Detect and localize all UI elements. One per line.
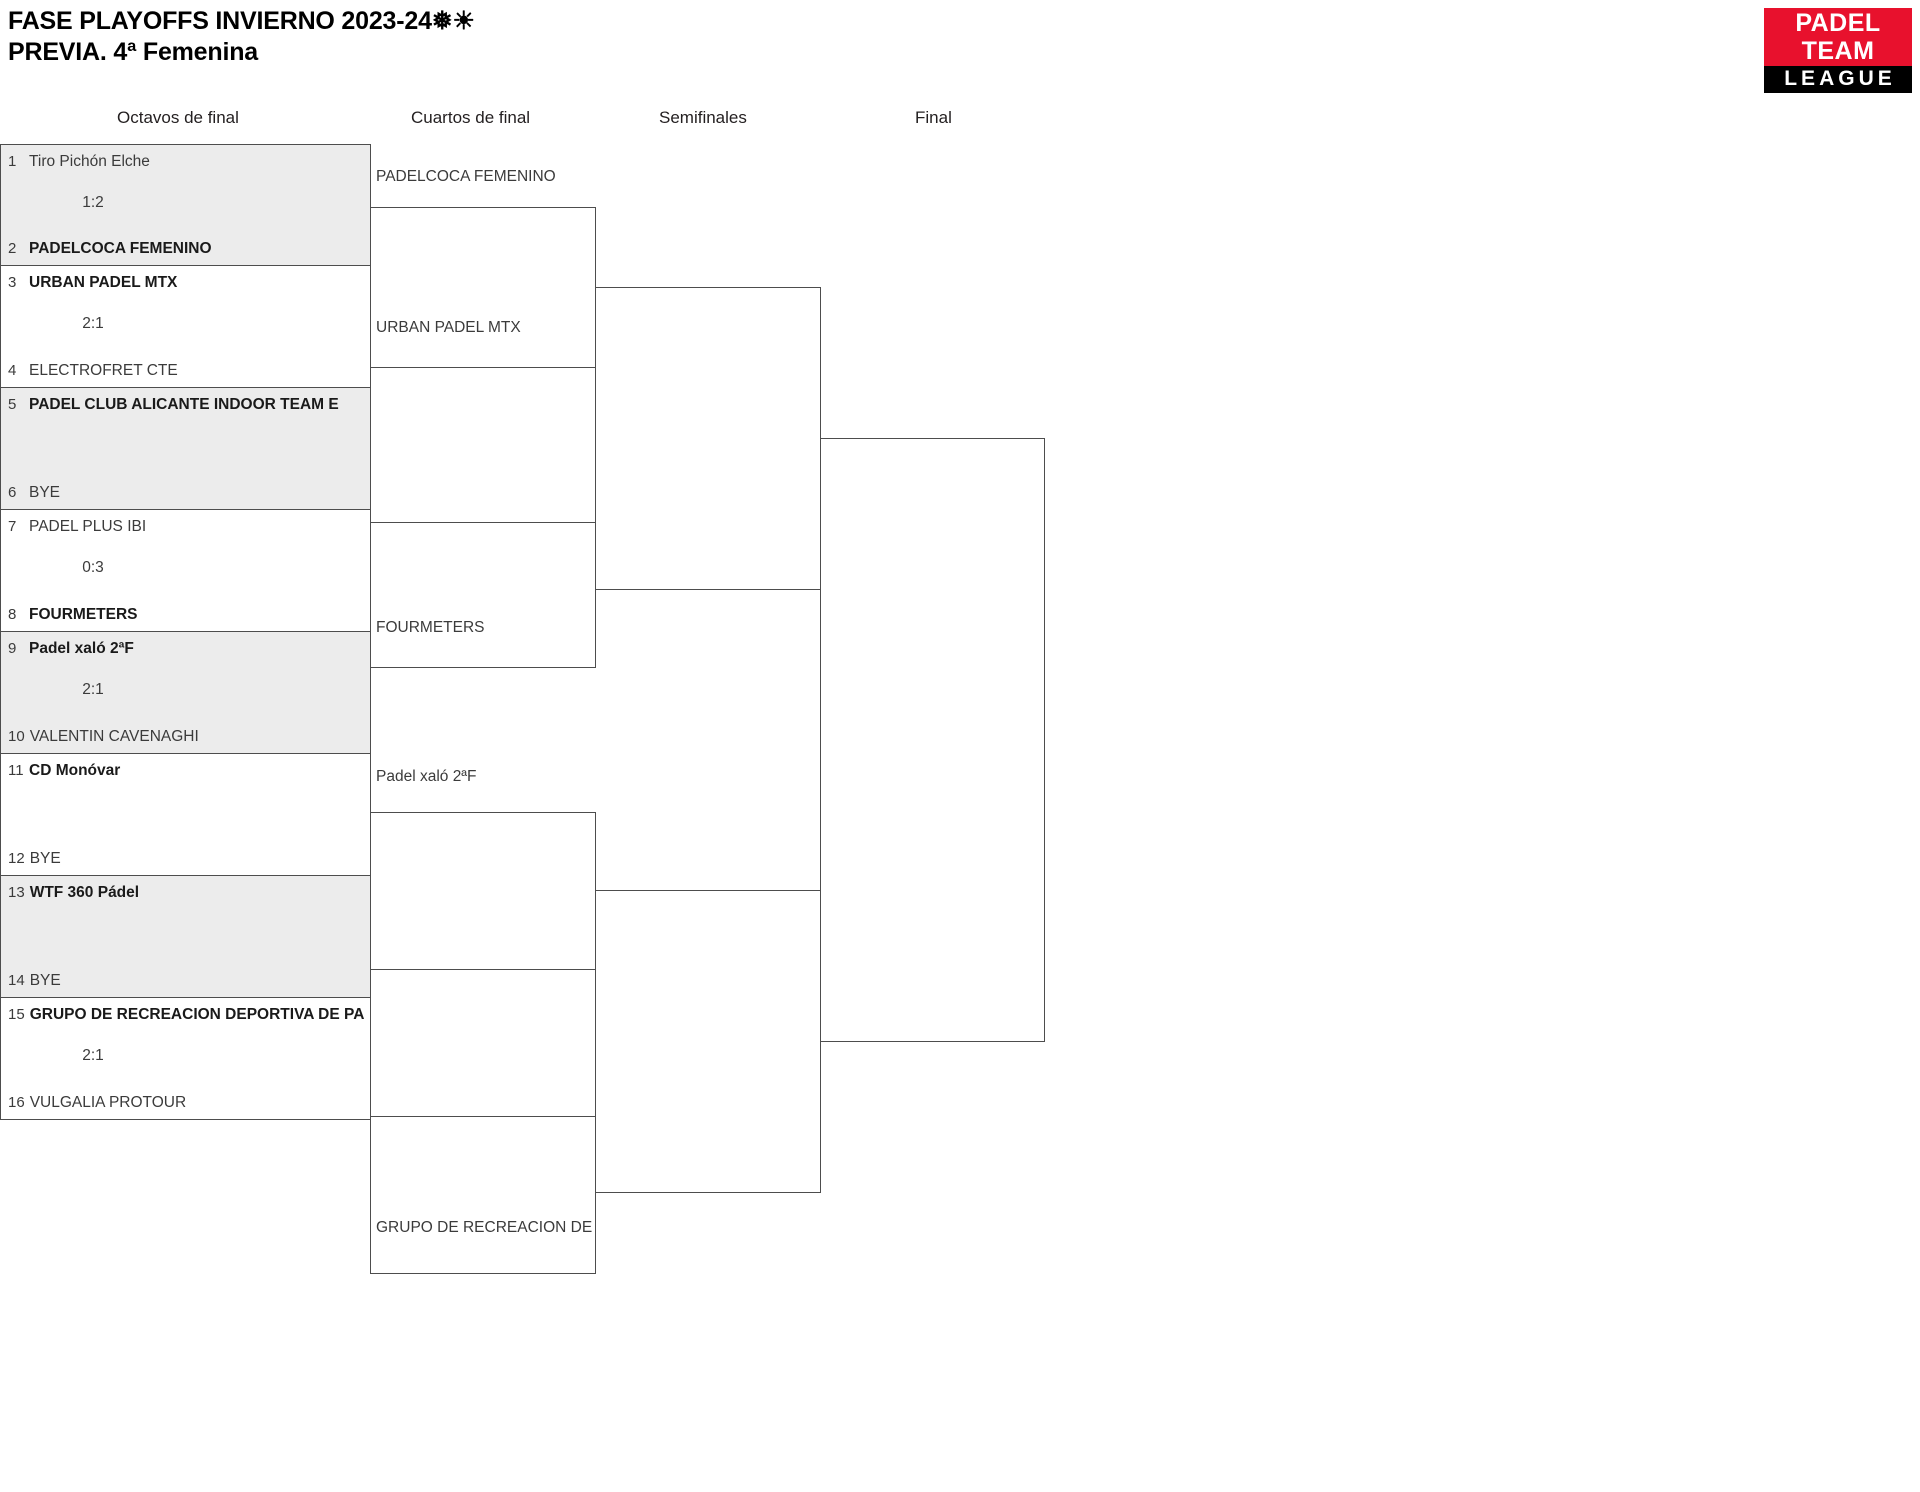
seed-number: 10: [8, 728, 25, 745]
seed-number: 3: [8, 274, 17, 291]
team-name: Tiro Pichón Elche: [29, 153, 150, 170]
cuartos-team-label-3: FOURMETERS: [376, 619, 485, 636]
match-score: 2:1: [82, 681, 104, 698]
seed-number: 16: [8, 1094, 25, 1111]
cuartos-bracket-box-1[interactable]: [370, 207, 596, 368]
page-title-line-1: FASE PLAYOFFS INVIERNO 2023-24❅☀: [8, 7, 475, 35]
seed-number: 5: [8, 396, 17, 413]
seed-number: 7: [8, 518, 17, 535]
page-title: FASE PLAYOFFS INVIERNO 2023-24❅☀ PREVIA.…: [8, 6, 1108, 67]
match-row[interactable]: 1 Tiro Pichón Elche 1:2 2 PADELCOCA FEMENI…: [0, 144, 371, 266]
match-team-top[interactable]: 5 PADEL CLUB ALICANTE INDOOR TEAM E: [8, 394, 366, 416]
seed-number: 2: [8, 240, 17, 257]
team-name: BYE: [29, 484, 61, 501]
padel-team-league-logo: PADEL TEAM LEAGUE: [1764, 8, 1912, 94]
logo-league-text: LEAGUE: [1764, 66, 1912, 94]
cuartos-team-label-5: GRUPO DE RECREACION DE: [376, 1219, 593, 1236]
page-title-line-2: PREVIA. 4ª Femenina: [8, 37, 258, 66]
match-score: 0:3: [82, 559, 104, 576]
match-team-top[interactable]: 11 CD Monóvar: [8, 760, 366, 782]
team-name: GRUPO DE RECREACION DEPORTIVA DE PA: [29, 1006, 365, 1023]
match-score: 2:1: [82, 1047, 104, 1064]
team-name: BYE: [29, 850, 61, 867]
cuartos-team-label-2: URBAN PADEL MTX: [376, 319, 521, 336]
round-header-semifinales: Semifinales: [659, 108, 747, 127]
team-name: PADEL PLUS IBI: [29, 518, 147, 535]
team-name: URBAN PADEL MTX: [29, 274, 178, 291]
semifinal-team-label-2: [601, 850, 821, 870]
match-row[interactable]: 5 PADEL CLUB ALICANTE INDOOR TEAM E 6 BYE: [0, 388, 371, 510]
match-team-bottom[interactable]: 8 FOURMETERS: [8, 604, 366, 626]
match-row[interactable]: 3 URBAN PADEL MTX 2:1 4 ELECTROFRET CTE: [0, 266, 371, 388]
seed-number: 8: [8, 606, 17, 623]
round-header-cuartos: Cuartos de final: [411, 108, 531, 127]
team-name: PADELCOCA FEMENINO: [29, 240, 212, 257]
seed-number: 9: [8, 640, 17, 657]
seed-number: 4: [8, 362, 17, 379]
cuartos-team-label-1: PADELCOCA FEMENINO: [376, 168, 556, 185]
cuartos-bracket-box-2[interactable]: [370, 522, 596, 668]
match-score: 2:1: [82, 315, 104, 332]
cuartos-bracket-box-4[interactable]: [370, 1116, 596, 1274]
seed-number: 12: [8, 850, 25, 867]
seed-number: 14: [8, 972, 25, 989]
final-bracket-box[interactable]: [820, 438, 1045, 1042]
seed-number: 13: [8, 884, 25, 901]
team-name: CD Monóvar: [29, 762, 121, 779]
team-name: WTF 360 Pádel: [29, 884, 140, 901]
team-name: VALENTIN CAVENAGHI: [29, 728, 199, 745]
match-team-top[interactable]: 7 PADEL PLUS IBI: [8, 516, 366, 538]
semifinal-bracket-box-2[interactable]: [595, 890, 821, 1193]
logo-padel-team-text: PADEL TEAM: [1764, 8, 1912, 66]
team-name: BYE: [29, 972, 61, 989]
semifinal-bracket-box-1[interactable]: [595, 287, 821, 590]
match-team-top[interactable]: 1 Tiro Pichón Elche: [8, 151, 366, 173]
round-header-octavos: Octavos de final: [117, 108, 239, 127]
final-team-label: [826, 398, 1046, 418]
match-score: 1:2: [82, 194, 104, 211]
round-octavos-column: 1 Tiro Pichón Elche 1:2 2 PADELCOCA FEMENI…: [0, 144, 371, 1120]
match-team-top[interactable]: 3 URBAN PADEL MTX: [8, 272, 366, 294]
team-name: ELECTROFRET CTE: [29, 362, 178, 379]
seed-number: 6: [8, 484, 17, 501]
round-header-final: Final: [915, 108, 952, 127]
seed-number: 1: [8, 153, 17, 170]
team-name: FOURMETERS: [29, 606, 138, 623]
team-name: VULGALIA PROTOUR: [29, 1094, 187, 1111]
cuartos-team-label-4: Padel xaló 2ªF: [376, 768, 477, 785]
match-row[interactable]: 7 PADEL PLUS IBI 0:3 8 FOURMETERS: [0, 510, 371, 632]
team-name: PADEL CLUB ALICANTE INDOOR TEAM E: [29, 396, 339, 413]
match-team-bottom[interactable]: 2 PADELCOCA FEMENINO: [8, 238, 366, 260]
match-team-top[interactable]: 9 Padel xaló 2ªF: [8, 638, 366, 660]
seed-number: 11: [8, 762, 24, 779]
team-name: Padel xaló 2ªF: [29, 640, 134, 657]
cuartos-bracket-box-3[interactable]: [370, 812, 596, 970]
match-team-bottom[interactable]: 4 ELECTROFRET CTE: [8, 360, 366, 382]
seed-number: 15: [8, 1006, 25, 1023]
match-team-bottom[interactable]: 6 BYE: [8, 482, 366, 504]
semifinal-team-label-1: [601, 247, 821, 267]
